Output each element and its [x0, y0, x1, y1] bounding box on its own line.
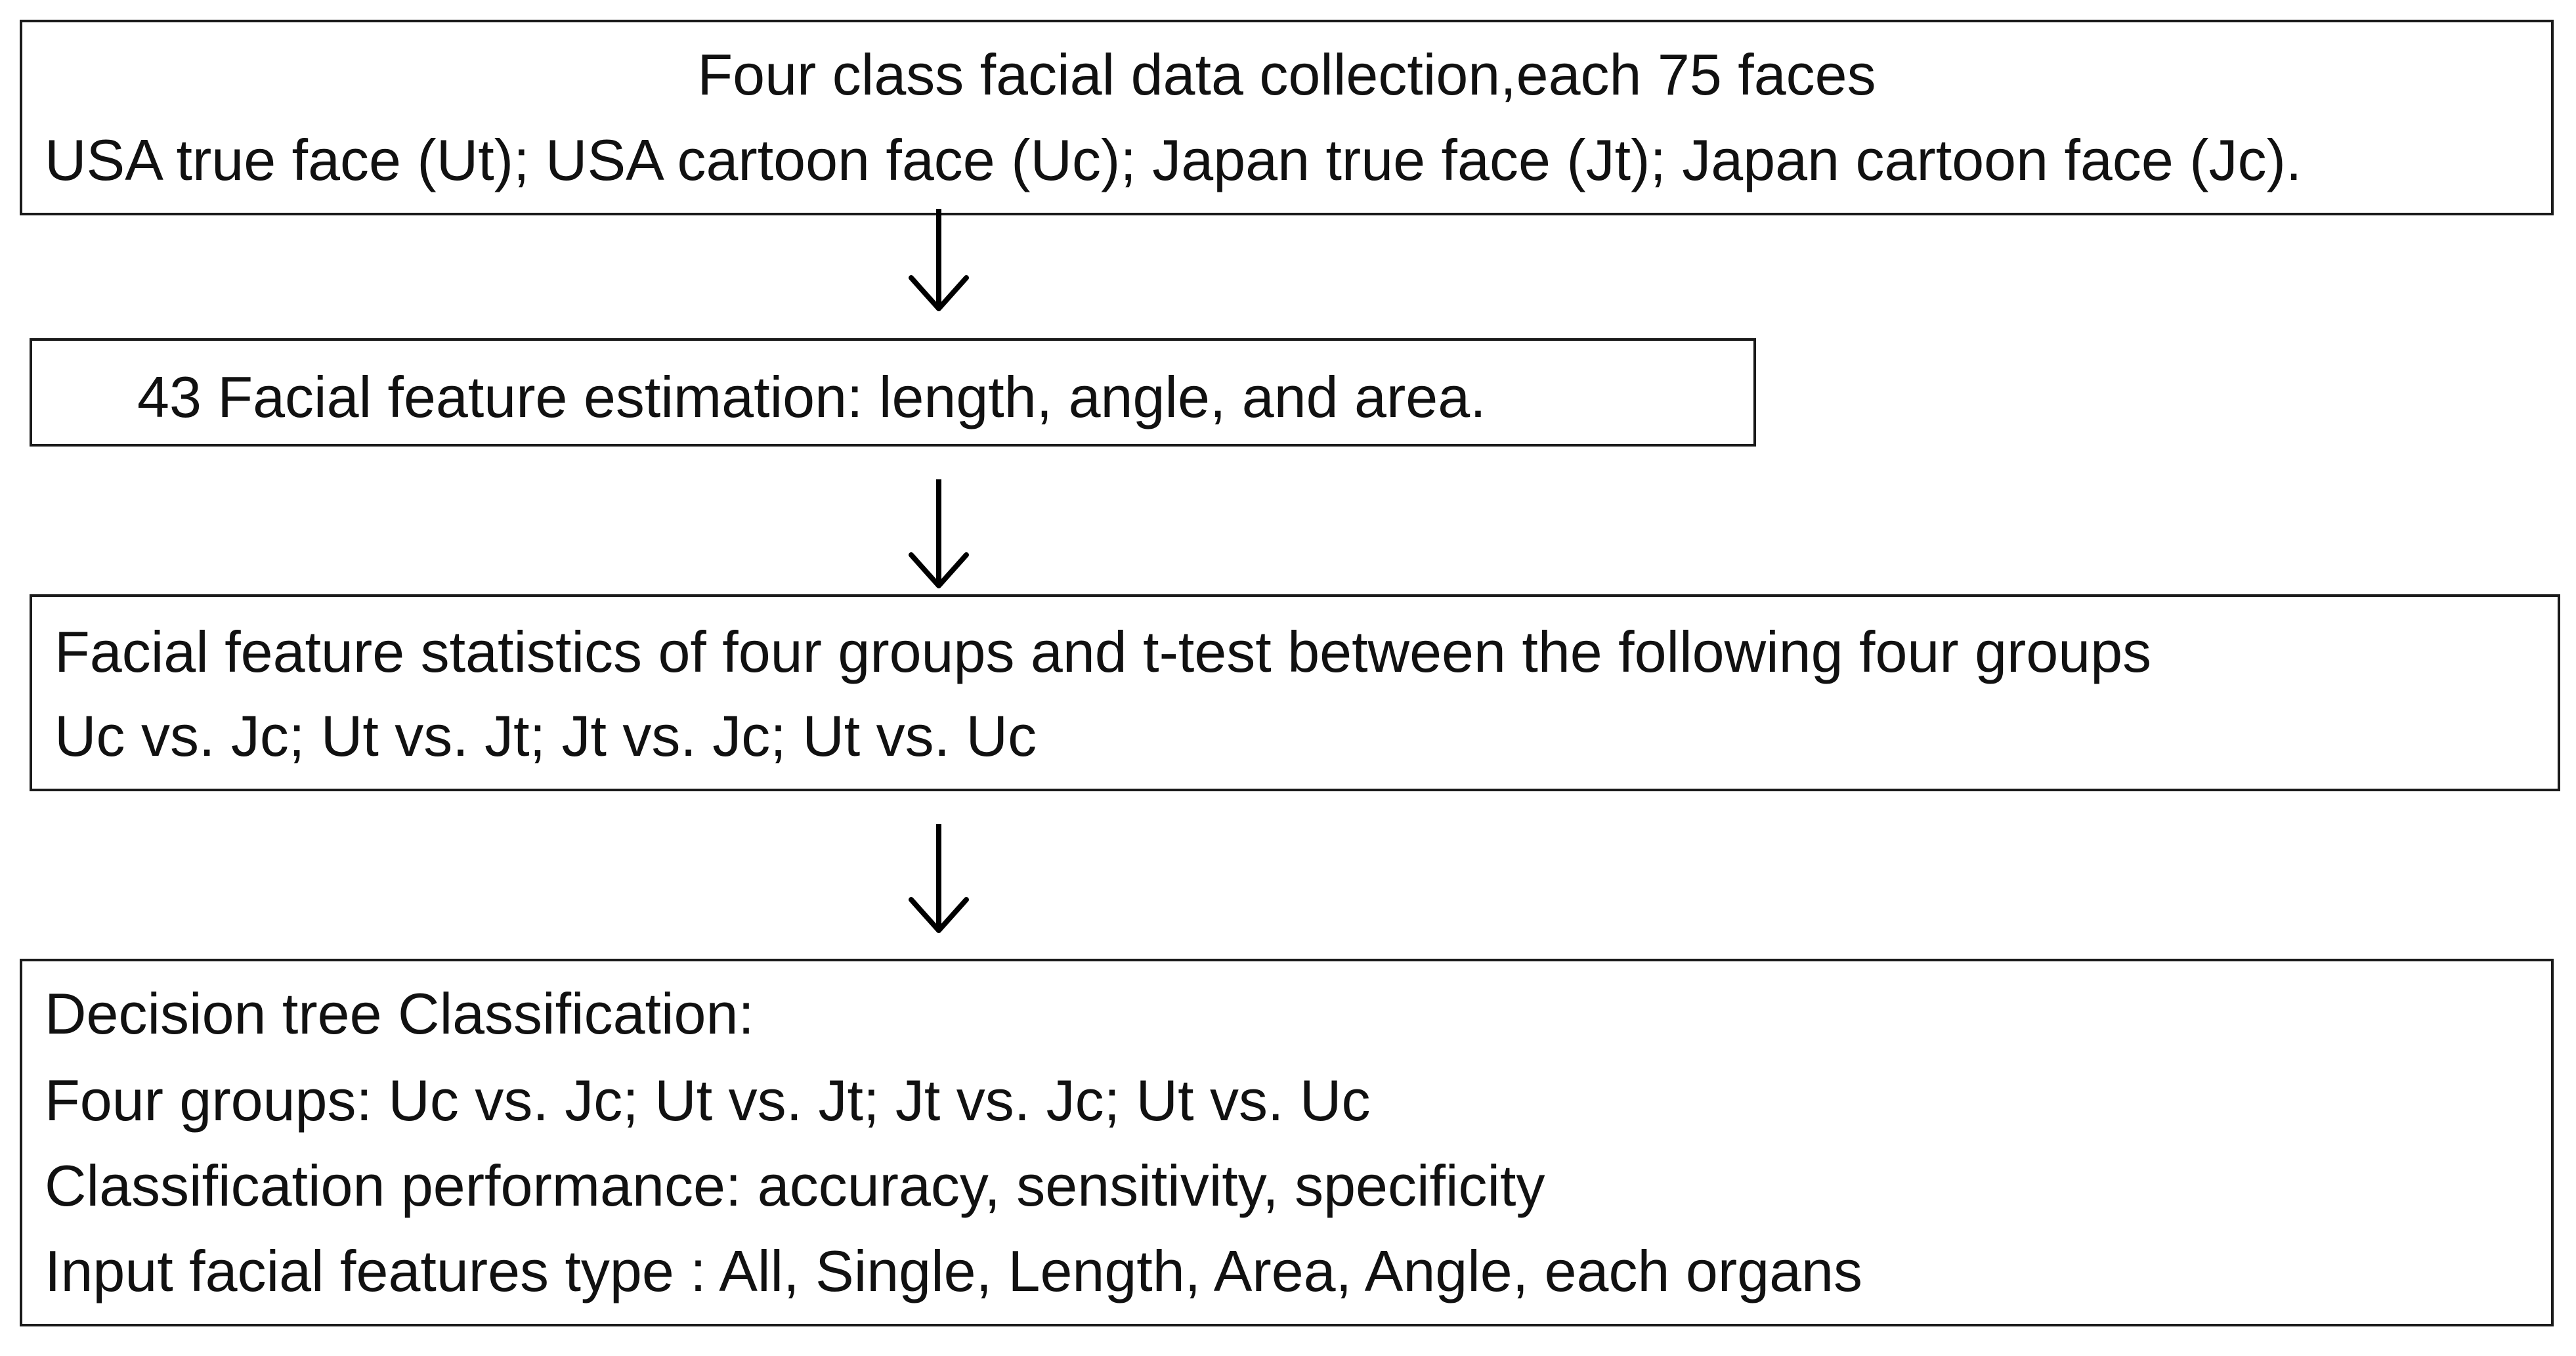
step-1-line-2: USA true face (Ut); USA cartoon face (Uc… [45, 127, 2302, 192]
step-4-line-1: Decision tree Classification: [45, 981, 754, 1046]
step-3-line-1: Facial feature statistics of four groups… [54, 619, 2152, 684]
step-4-line-4: Input facial features type : All, Single… [45, 1238, 1862, 1303]
step-box-feature-statistics: Facial feature statistics of four groups… [30, 594, 2560, 791]
step-box-classification: Decision tree Classification: Four group… [20, 959, 2554, 1326]
down-arrow-icon [909, 479, 969, 588]
step-4-line-2: Four groups: Uc vs. Jc; Ut vs. Jt; Jt vs… [45, 1068, 1371, 1133]
step-box-data-collection: Four class facial data collection,each 7… [20, 20, 2554, 215]
step-box-feature-estimation: 43 Facial feature estimation: length, an… [30, 338, 1756, 447]
step-3-line-2: Uc vs. Jc; Ut vs. Jt; Jt vs. Jc; Ut vs. … [54, 703, 1037, 768]
down-arrow-icon [909, 209, 969, 311]
step-2-line-1: 43 Facial feature estimation: length, an… [137, 364, 1486, 429]
step-4-line-3: Classification performance: accuracy, se… [45, 1153, 1545, 1218]
step-1-line-1: Four class facial data collection,each 7… [697, 42, 1876, 107]
down-arrow-icon [909, 824, 969, 933]
